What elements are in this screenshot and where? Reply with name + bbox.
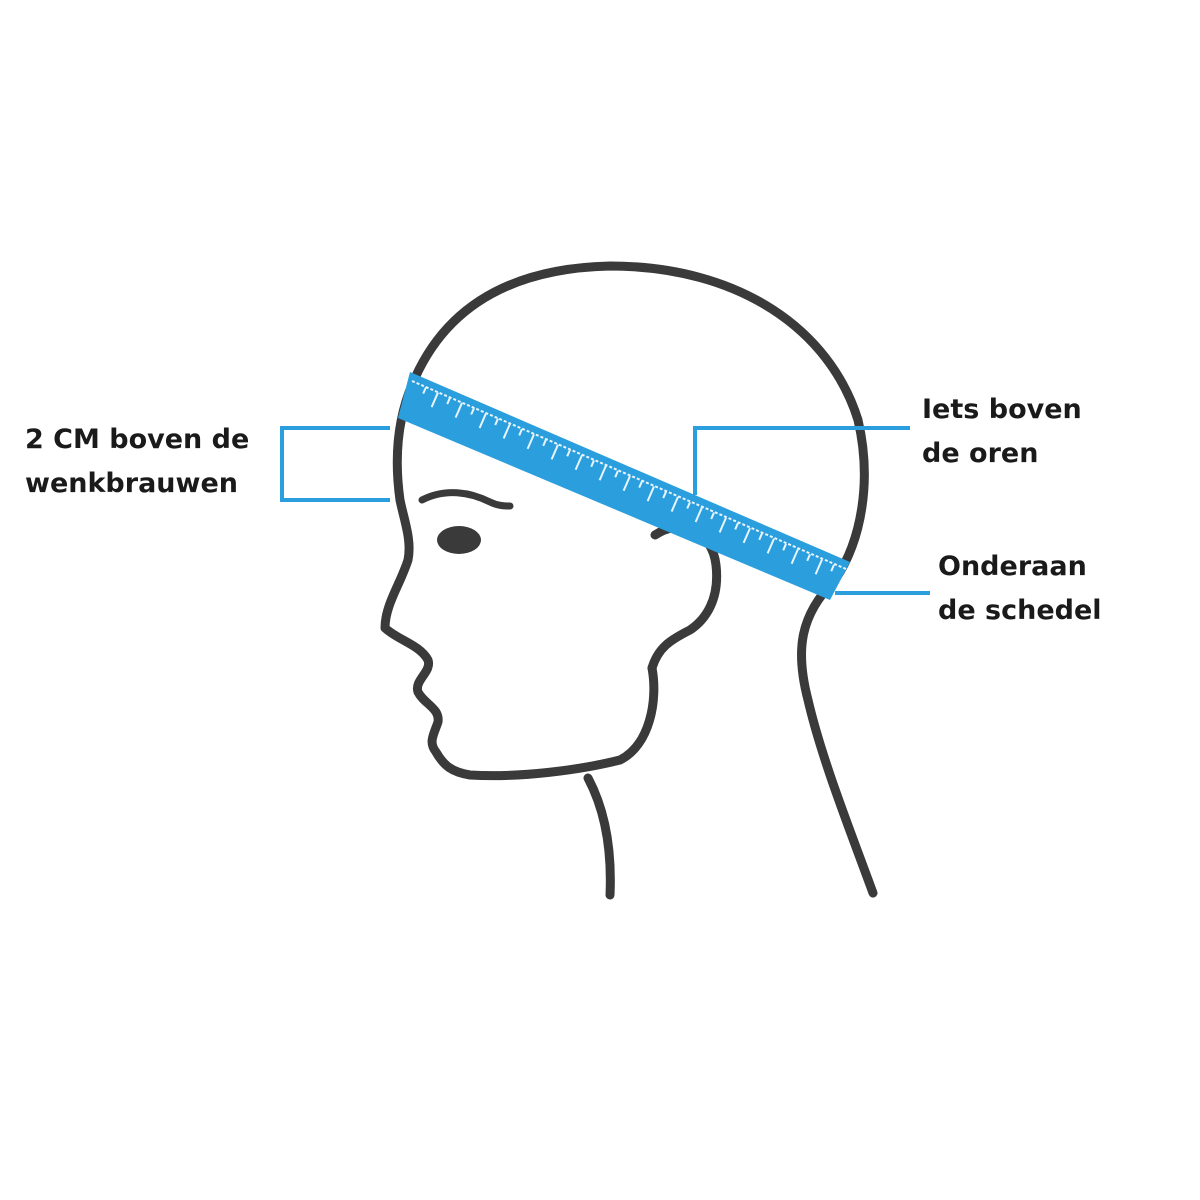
tape-tick [646,486,655,502]
tape-tick [478,412,487,429]
tape-tick [454,402,463,418]
tape-tick [526,433,535,450]
tape-tick [614,470,619,478]
tape-tick [566,449,571,457]
ear-callout [693,426,910,495]
tape-tick [830,564,835,572]
tape-tick [758,533,763,541]
tape-tick [622,475,631,492]
tape-tick [670,496,679,512]
label-skull-line2: de schedel [938,595,1102,626]
tape-tick [734,522,739,530]
tape-tick [590,459,595,468]
label-ears-line2: de oren [922,438,1039,469]
tape-tick [718,517,727,533]
label-ears: Iets boven de oren [922,388,1082,476]
measuring-tape [398,372,850,600]
neck-front [583,773,615,900]
eye [437,526,481,554]
tape-tick [494,418,499,426]
tape-tick [470,407,475,415]
tape-tick [422,386,427,395]
eyebrow-bracket [280,426,390,502]
label-eyebrows-line2: wenkbrauwen [25,468,238,499]
tape-tick [638,480,643,489]
tape-tick [502,423,511,439]
tape-tick [742,527,751,544]
tape-tick [686,501,691,509]
head-outline [410,261,878,898]
face-profile [380,373,659,781]
callout-lines [280,426,930,595]
tape-tick [766,538,775,554]
tape-tick [446,397,451,405]
eyebrow [418,489,514,510]
tape-tick [518,428,523,436]
tape-tick [542,439,547,447]
ear [647,522,722,673]
label-skull: Onderaan de schedel [938,545,1102,633]
tape-tick [694,506,703,523]
label-eyebrows: 2 CM boven de wenkbrauwen [25,418,249,506]
label-eyebrows-line1: 2 CM boven de [25,424,250,455]
tape-tick [814,559,823,575]
label-skull-line1: Onderaan [938,551,1087,582]
tape-tick [710,512,715,520]
tape-tick [790,548,799,565]
tape-tick [574,454,583,471]
tape-tick [806,553,811,562]
tape-tick [662,491,667,499]
label-ears-line1: Iets boven [922,394,1082,425]
tape-tick [598,465,607,481]
tape-tick [430,392,439,408]
tape-tick [550,444,559,460]
tape-tick [782,543,787,551]
